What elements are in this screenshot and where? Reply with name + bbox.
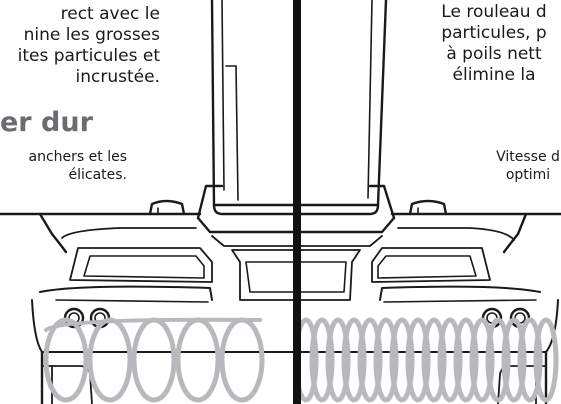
brush-roll-spring xyxy=(43,317,559,403)
right-subtext: Vitesse d optimi xyxy=(468,148,561,184)
left-description: rect avec le nine les grosses ites parti… xyxy=(0,4,160,88)
vacuum-head-body xyxy=(0,212,561,404)
right-description-line: élimine la xyxy=(452,65,536,85)
right-subtext-line: Vitesse d xyxy=(496,149,560,165)
right-description: Le rouleau d particules, p à poils nett … xyxy=(404,2,561,86)
right-subtext-line: optimi xyxy=(505,167,551,183)
right-description-line: particules, p xyxy=(441,23,547,43)
center-divider xyxy=(293,0,301,404)
right-description-line: à poils nett xyxy=(446,44,542,64)
side-knob-left xyxy=(148,199,186,216)
left-description-line: nine les grosses xyxy=(23,25,160,45)
left-subtext-line: élicates. xyxy=(68,167,127,183)
left-heading: er dur xyxy=(0,107,93,138)
side-knob-right xyxy=(408,199,448,216)
left-description-line: rect avec le xyxy=(60,4,160,24)
right-description-line: Le rouleau d xyxy=(441,2,547,22)
left-description-line: ites particules et xyxy=(17,46,160,66)
left-description-line: incrustée. xyxy=(75,67,160,87)
left-subtext-line: anchers et les xyxy=(28,149,128,165)
left-subtext: anchers et les élicates. xyxy=(0,148,128,184)
